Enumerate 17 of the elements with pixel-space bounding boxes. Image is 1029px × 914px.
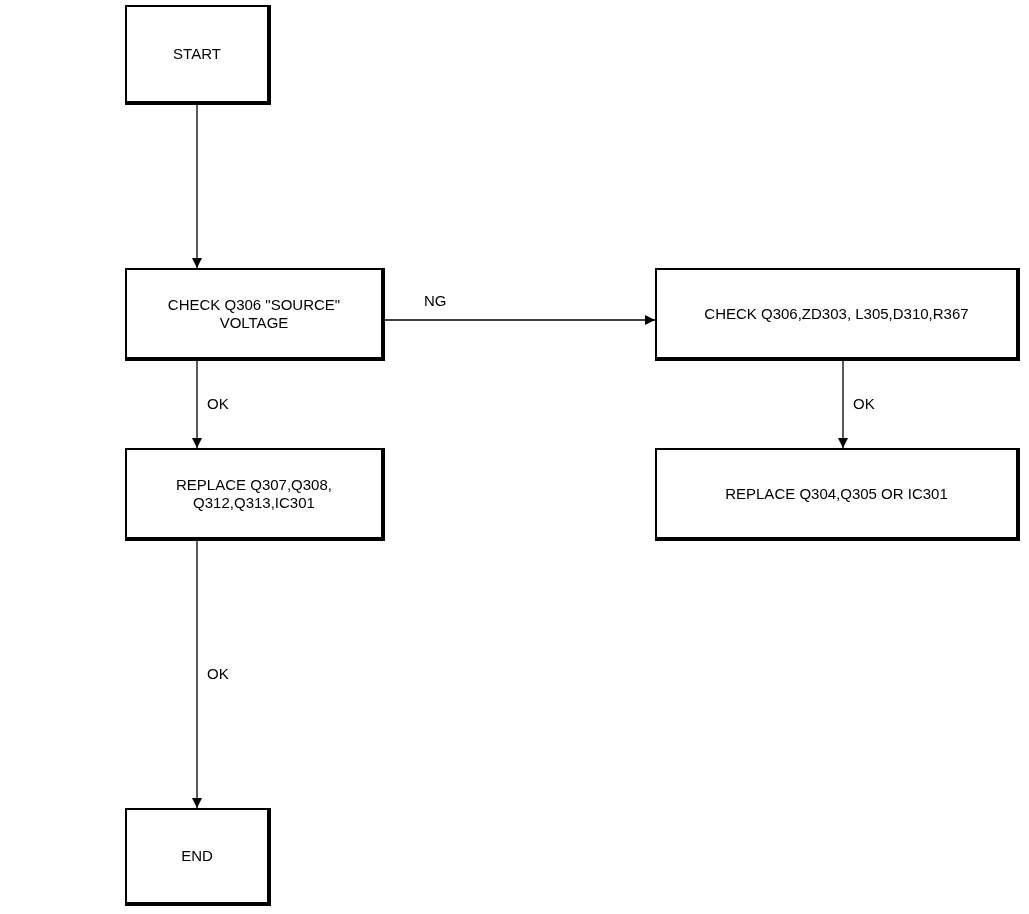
process-box <box>125 268 385 361</box>
arrow <box>192 540 202 809</box>
box-text: END <box>181 847 213 865</box>
box-text: START <box>173 45 221 63</box>
box-text: CHECK Q306,ZD303, L305,D310,R367 <box>704 304 969 323</box>
box-text: CHECK Q306 "SOURCE" VOLTAGE <box>166 295 342 332</box>
arrow <box>838 360 848 449</box>
process-box <box>125 448 385 541</box>
process-box <box>125 5 271 105</box>
process-box <box>655 268 1020 361</box>
arrow <box>384 315 656 325</box>
box-text: REPLACE Q307,Q308, Q312,Q313,IC301 <box>175 475 333 512</box>
arrow <box>192 104 202 269</box>
arrow <box>192 360 202 449</box>
process-box <box>655 448 1020 541</box>
box-text: REPLACE Q304,Q305 OR IC301 <box>725 484 948 503</box>
process-box <box>125 808 271 906</box>
